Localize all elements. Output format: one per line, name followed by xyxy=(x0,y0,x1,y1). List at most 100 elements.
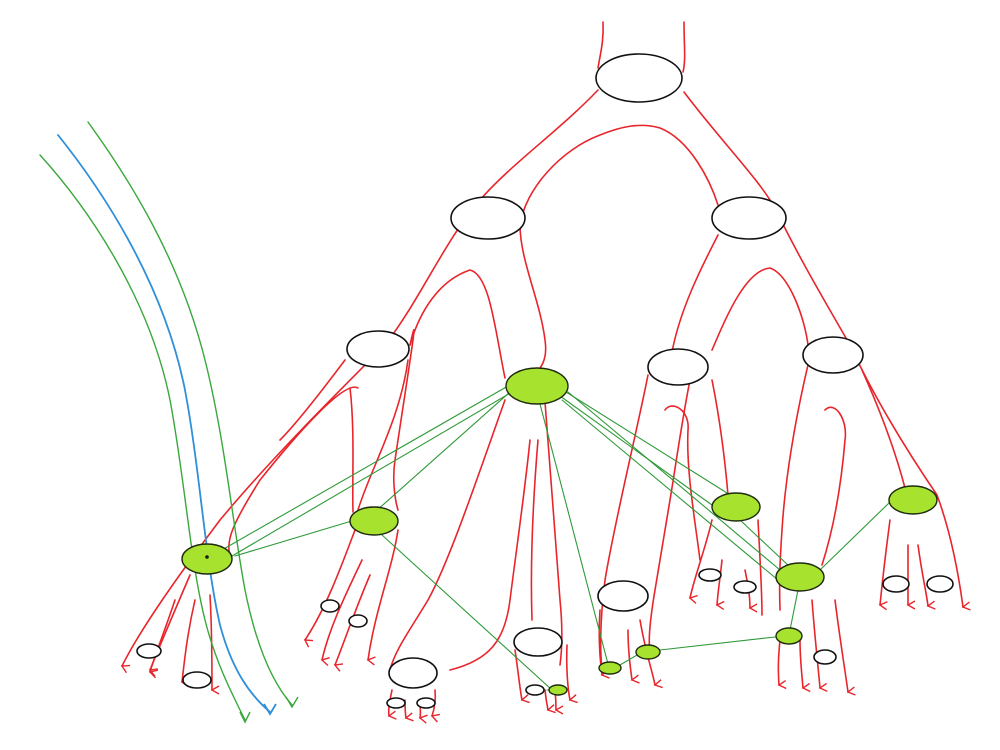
leaf-d xyxy=(366,529,399,666)
node-l3-center[interactable] xyxy=(513,627,563,657)
link-g6-g5 xyxy=(659,636,776,651)
leaf-a xyxy=(303,529,356,648)
mid-left-arm xyxy=(349,387,354,513)
node-active-mid[interactable] xyxy=(349,506,399,536)
link-center-g3-a xyxy=(567,391,781,571)
bottom-mid-d xyxy=(565,644,578,704)
center-lower-left xyxy=(389,399,506,671)
bottom-mid-a xyxy=(514,649,530,704)
node-l2-right[interactable] xyxy=(802,336,864,374)
node-l3-bottom-left[interactable] xyxy=(388,657,438,689)
trunk-right-edge xyxy=(682,21,686,73)
open-nodes xyxy=(136,53,954,709)
stream-arrow-left xyxy=(239,711,251,724)
right-branch-inner xyxy=(671,234,719,353)
rc-to-green xyxy=(711,379,729,496)
branch-outlines xyxy=(120,21,971,724)
connection-links xyxy=(207,385,891,691)
node-leaf-g4-2[interactable] xyxy=(926,575,954,593)
center-lower-right xyxy=(544,401,563,666)
node-leaf-g2-2[interactable] xyxy=(733,580,757,594)
link-center-g2-b xyxy=(565,391,736,499)
node-active-center[interactable] xyxy=(505,367,569,405)
g2-leaf-d xyxy=(757,519,763,616)
fl-leaf-b xyxy=(180,599,196,688)
node-active-g8[interactable] xyxy=(548,684,568,696)
link-mid-bottom xyxy=(381,534,553,691)
g2-leaf-b xyxy=(715,559,725,611)
link-g7-g6 xyxy=(619,654,638,666)
stream-outer-left xyxy=(39,154,246,721)
node-leaf-mid-2[interactable] xyxy=(348,614,368,628)
rr-to-green xyxy=(861,369,906,489)
rc-inner xyxy=(648,379,691,651)
node-leaf-fl-2[interactable] xyxy=(182,671,212,689)
inner-arch-1 xyxy=(519,124,719,226)
link-center-bottom-r xyxy=(539,403,609,665)
node-active-far-left-dot xyxy=(205,555,209,559)
node-l1-right[interactable] xyxy=(711,196,787,240)
link-farleft-mid xyxy=(234,519,356,557)
stream-core xyxy=(57,134,271,713)
link-center-mid xyxy=(374,391,511,513)
node-leaf-bm-1[interactable] xyxy=(525,684,545,696)
node-active-g6[interactable] xyxy=(635,644,661,660)
g3-leaf-c xyxy=(811,599,828,693)
node-l3-rc[interactable] xyxy=(597,580,649,612)
rc-inner-spike xyxy=(664,405,701,561)
node-active-g5[interactable] xyxy=(775,627,803,645)
link-g3-g5 xyxy=(789,589,799,631)
node-active-g3[interactable] xyxy=(775,562,825,592)
node-root[interactable] xyxy=(595,53,683,103)
node-active-g7[interactable] xyxy=(598,661,622,675)
g3-leaf-a xyxy=(777,639,787,690)
inner-arch-2 xyxy=(409,269,506,379)
link-g3-g4 xyxy=(819,501,891,571)
node-leaf-g4-1[interactable] xyxy=(882,575,910,593)
left-branch-inner xyxy=(519,224,547,373)
node-leaf-g3-1[interactable] xyxy=(813,649,837,665)
fl-leaf-d xyxy=(148,599,176,679)
node-active-g4[interactable] xyxy=(888,485,938,515)
node-leaf-bl-1[interactable] xyxy=(386,697,406,709)
inner-arch-3 xyxy=(711,267,809,351)
stream-lines xyxy=(39,121,299,724)
g3-leaf-d xyxy=(834,599,856,696)
node-leaf-fl-1[interactable] xyxy=(136,643,162,659)
rc-leaf-b xyxy=(627,629,640,684)
node-l1-left[interactable] xyxy=(450,196,526,240)
bottom-mid-b xyxy=(544,689,556,714)
g4-leaf-c xyxy=(917,544,936,610)
link-center-g2 xyxy=(559,395,713,506)
link-g2-g3 xyxy=(739,519,791,568)
center-spike xyxy=(530,439,539,621)
left-sub-inner xyxy=(357,359,409,511)
mid-left-inner xyxy=(228,386,359,556)
node-leaf-bl-2[interactable] xyxy=(416,697,436,709)
stream-arrow-core xyxy=(263,703,277,716)
node-l2-rc[interactable] xyxy=(647,348,709,386)
stream-outer-right xyxy=(87,121,293,706)
active-nodes xyxy=(181,367,938,696)
link-center-farleft-2 xyxy=(214,391,513,567)
node-l2-left[interactable] xyxy=(346,330,410,368)
rc-outer-left xyxy=(599,374,649,671)
center-lower-mid xyxy=(449,439,531,671)
node-active-g2[interactable] xyxy=(711,492,761,522)
node-leaf-mid-1[interactable] xyxy=(320,599,340,613)
g3-leaf-b xyxy=(799,639,811,693)
node-leaf-g2-1[interactable] xyxy=(698,568,722,582)
g2-leaf-a xyxy=(688,519,713,604)
left-sub-right xyxy=(392,329,415,511)
node-active-far-left[interactable] xyxy=(181,543,233,575)
trunk-left-edge xyxy=(597,21,604,69)
rr-inner-spike xyxy=(821,406,847,566)
link-center-farleft-1 xyxy=(207,385,509,559)
link-center-g3-b xyxy=(561,399,779,581)
left-sub-left xyxy=(279,359,346,441)
g4-leaf-a xyxy=(878,519,891,611)
leaf-b xyxy=(320,559,363,666)
stream-arrow-right xyxy=(285,696,299,709)
